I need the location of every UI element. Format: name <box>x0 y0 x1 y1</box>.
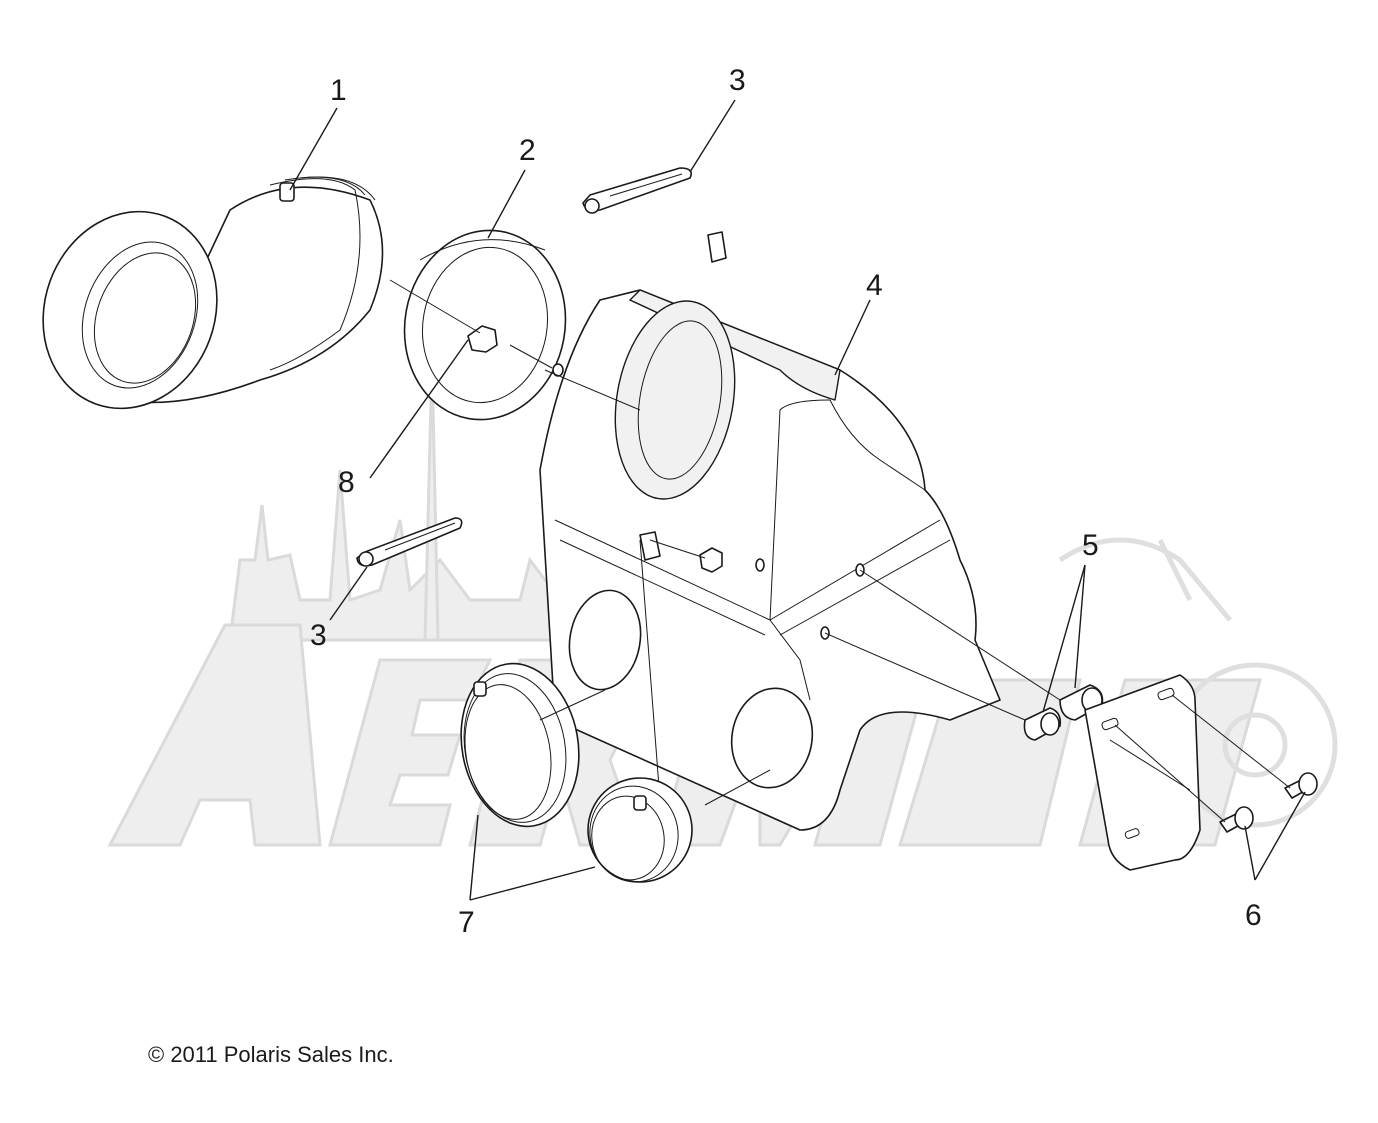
strap-top <box>582 167 693 214</box>
callout-3-top: 3 <box>729 64 746 97</box>
callout-2: 2 <box>519 134 536 167</box>
callout-1: 1 <box>330 74 347 107</box>
copyright-notice: © 2011 Polaris Sales Inc. <box>148 1042 394 1067</box>
mounting-plate <box>1084 674 1201 871</box>
callout-3-left: 3 <box>310 619 327 652</box>
intake-boot <box>42 176 384 410</box>
leader-lines <box>289 99 1306 901</box>
callout-7: 7 <box>458 906 475 939</box>
breather-fitting <box>467 325 723 573</box>
callout-5: 5 <box>1082 529 1099 562</box>
grommet-lower <box>1023 707 1062 741</box>
strap-left <box>356 517 463 567</box>
screw-upper <box>1284 772 1318 799</box>
adapter-upper <box>460 662 580 828</box>
callout-4: 4 <box>866 269 883 302</box>
air-box-housing <box>539 231 1001 831</box>
screw-lower <box>1219 806 1254 833</box>
callout-6: 6 <box>1245 899 1262 932</box>
adapter-lower <box>587 777 693 883</box>
callout-8: 8 <box>338 466 355 499</box>
coupler-ring <box>403 229 567 421</box>
